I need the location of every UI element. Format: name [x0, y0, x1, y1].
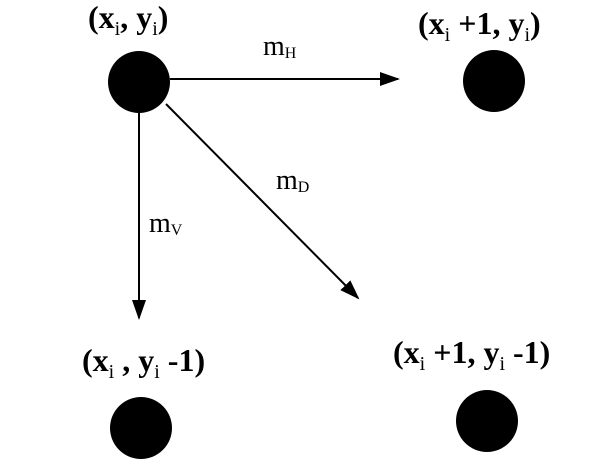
label-move-horizontal: mH — [263, 31, 297, 62]
label-move-vertical: mV — [149, 208, 183, 239]
pixel-right — [463, 50, 525, 112]
label-down: (xi , yi -1) — [82, 342, 205, 383]
label-origin: (xi, yi) — [88, 0, 168, 40]
label-diagonal: (xi +1, yi -1) — [393, 334, 550, 375]
arrow-diagonal — [165, 103, 360, 300]
label-right: (xi +1, yi) — [418, 5, 541, 46]
pixel-diagonal — [456, 390, 518, 452]
label-move-diagonal: mD — [276, 165, 309, 196]
pixel-down — [110, 397, 172, 459]
pixel-origin — [108, 51, 170, 113]
